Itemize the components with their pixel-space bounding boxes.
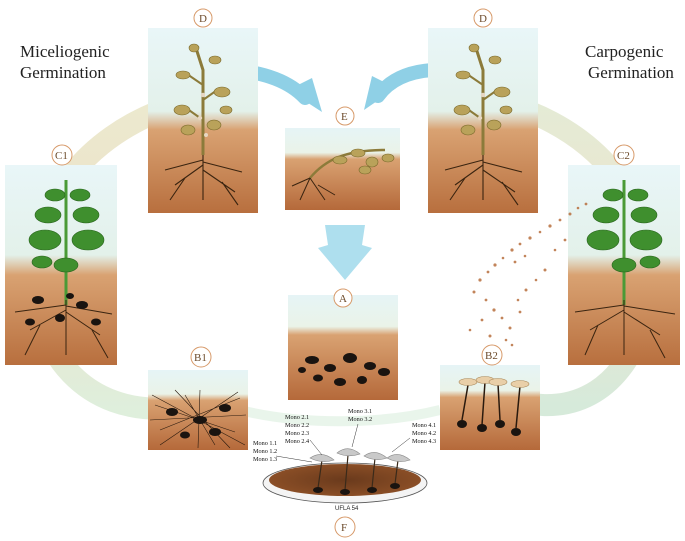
label-e: E [335, 106, 355, 126]
label-text: D [479, 13, 487, 25]
label-text: B1 [194, 352, 207, 364]
panel-b2 [440, 365, 540, 450]
label-a: A [333, 288, 353, 308]
mono-label: Mono 2.2 [285, 422, 309, 429]
arrow-e-to-a [318, 225, 372, 280]
mono-label: Mono 2.4 [285, 438, 309, 445]
label-b2: B2 [481, 344, 503, 366]
panel-c1 [5, 165, 117, 365]
mono-label: Mono 4.3 [412, 438, 436, 445]
arrow-to-e-right [364, 63, 439, 110]
label-text: F [341, 522, 347, 534]
mono-label: Mono 1.3 [253, 456, 277, 463]
label-text: A [339, 293, 347, 305]
label-c2: C2 [613, 144, 635, 166]
mono-label: Mono 2.1 [285, 414, 309, 421]
dish-label: UFLA 54 [335, 506, 359, 512]
label-d-left: D [193, 8, 213, 28]
panel-b1 [148, 370, 248, 450]
panel-e [285, 128, 400, 210]
label-d-right: D [473, 8, 493, 28]
panel-c2 [568, 165, 680, 365]
miceliogenic-title-line1: Miceliogenic [20, 42, 110, 61]
leaf-icon [28, 188, 105, 273]
label-c1: C1 [51, 144, 73, 166]
roots-icon [164, 155, 243, 206]
label-b1: B1 [190, 346, 212, 368]
apothecia-icon [458, 376, 530, 388]
mono-label: Mono 4.2 [412, 430, 436, 437]
label-text: C2 [617, 150, 630, 162]
panel-d-left [148, 28, 258, 213]
label-text: C1 [55, 150, 68, 162]
mono-group-4: Mono 4.1 Mono 4.2 Mono 4.3 [391, 422, 436, 453]
label-f: F [334, 516, 356, 538]
mono-group-2: Mono 2.1 Mono 2.2 Mono 2.3 Mono 2.4 [285, 414, 323, 456]
mono-label: Mono 4.1 [412, 422, 436, 429]
mono-label: Mono 2.3 [285, 430, 309, 437]
label-text: E [341, 111, 348, 123]
label-text: D [199, 13, 207, 25]
mono-group-1: Mono 1.1 Mono 1.2 Mono 1.3 [253, 440, 313, 463]
panel-d-right [428, 28, 538, 213]
mono-label: Mono 1.1 [253, 440, 277, 447]
carpogenic-title-line1: Carpogenic [585, 42, 664, 61]
mono-label: Mono 3.1 [348, 408, 372, 415]
mono-label: Mono 1.2 [253, 448, 277, 455]
apothecia-stipe-icon [309, 448, 411, 462]
petri-dish: UFLA 54 [262, 448, 428, 512]
ascospore-cloud [468, 202, 588, 352]
sclerotia-icon [25, 293, 101, 326]
mono-label: Mono 3.2 [348, 416, 372, 423]
panel-a [288, 295, 398, 400]
mono-group-3: Mono 3.1 Mono 3.2 [348, 408, 372, 448]
carpogenic-title-line2: Germination [588, 63, 674, 82]
miceliogenic-title-line2: Germination [20, 63, 106, 82]
label-text: B2 [485, 350, 498, 362]
